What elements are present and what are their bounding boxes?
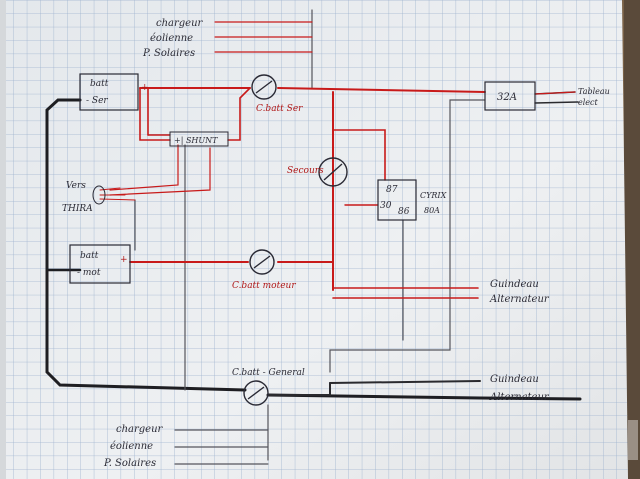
- batt-ser-plus: +: [141, 83, 149, 93]
- tableau-label: Tableau: [578, 87, 610, 96]
- batt-ser-label-1: batt: [90, 79, 109, 89]
- alternateur-2-label: Alternateur: [489, 392, 550, 403]
- top-eolienne-label: éolienne: [150, 33, 193, 44]
- batt-mot-label-1: batt: [80, 251, 99, 261]
- battery-motor: batt - mot +: [69, 244, 131, 284]
- fuse-32a-label: 32A: [497, 92, 517, 103]
- secours-label: Secours: [287, 166, 324, 176]
- right-loads: Guindeau Alternateur Guindeau Alternateu…: [489, 279, 550, 403]
- guindeau-2-label: Guindeau: [490, 374, 539, 385]
- cyrix-label-1: CYRIX: [420, 191, 447, 200]
- relay-30-label: 30: [380, 201, 392, 211]
- bottom-sources: chargeur éolienne P. Solaires: [103, 424, 164, 469]
- relay-87-label: 87: [386, 185, 398, 195]
- cbatt-ser-label: C.batt Ser: [256, 104, 303, 114]
- tableau-elect: Tableau elect: [578, 87, 610, 107]
- batt-mot-label-2: - mot: [77, 268, 101, 278]
- switch-batt-general-icon: C.batt - General: [232, 368, 305, 406]
- top-sources: chargeur éolienne P. Solaires: [142, 18, 204, 59]
- black-wires: [45, 9, 582, 465]
- top-psolaires-label: P. Solaires: [142, 48, 195, 59]
- bot-psolaires-label: P. Solaires: [103, 458, 156, 469]
- red-wires: [99, 87, 576, 299]
- fuse-32a: 32A: [484, 81, 536, 111]
- cbatt-moteur-label: C.batt moteur: [232, 281, 296, 291]
- cyrix-label-2: 80A: [424, 206, 440, 215]
- batt-mot-plus: +: [120, 255, 128, 265]
- bot-chargeur-label: chargeur: [116, 424, 164, 435]
- thira-cable: Vers THIRA: [62, 181, 106, 214]
- battery-service: batt - Ser +: [79, 73, 149, 111]
- relay-86-label: 86: [398, 207, 410, 217]
- switch-batt-moteur-icon: C.batt moteur: [232, 249, 296, 291]
- thira-label: THIRA: [62, 204, 93, 214]
- switch-batt-ser-icon: C.batt Ser: [251, 74, 303, 114]
- switch-secours-icon: Secours: [287, 157, 348, 187]
- bot-eolienne-label: éolienne: [110, 441, 153, 452]
- shunt-label: +| SHUNT: [174, 136, 218, 145]
- shunt: +| SHUNT: [169, 131, 229, 147]
- right-strip: [624, 0, 640, 479]
- vers-label: Vers: [66, 181, 86, 191]
- cbatt-general-label: C.batt - General: [232, 368, 305, 378]
- guindeau-1-label: Guindeau: [490, 279, 539, 290]
- elect-label: elect: [578, 98, 599, 107]
- top-chargeur-label: chargeur: [156, 18, 204, 29]
- alternateur-1-label: Alternateur: [489, 294, 550, 305]
- batt-ser-label-2: - Ser: [86, 96, 108, 106]
- cyrix-relay: 87 30 86 CYRIX 80A: [377, 179, 447, 221]
